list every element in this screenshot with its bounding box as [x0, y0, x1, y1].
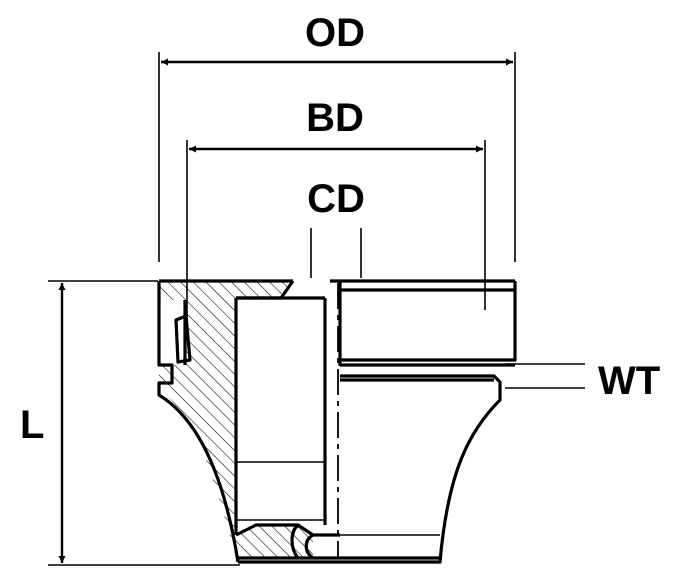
- groove-curve-right: [304, 533, 315, 560]
- od-dimension: OD: [158, 11, 516, 262]
- flange-slot: [174, 300, 192, 365]
- outer-profile-right: [238, 281, 517, 564]
- bd-dimension: BD: [186, 96, 486, 340]
- wt-dimension: WT: [505, 359, 660, 403]
- body-outline: [157, 279, 517, 564]
- l-dimension: L: [20, 280, 240, 566]
- bd-label: BD: [306, 96, 364, 140]
- cd-label: CD: [307, 177, 365, 221]
- od-label: OD: [305, 11, 365, 55]
- wt-label: WT: [598, 359, 660, 403]
- slot-notch: [174, 314, 192, 364]
- outer-profile-left: [157, 281, 240, 563]
- l-label: L: [20, 403, 44, 447]
- groove-curve-left: [290, 523, 300, 559]
- cd-dimension: CD: [307, 177, 365, 278]
